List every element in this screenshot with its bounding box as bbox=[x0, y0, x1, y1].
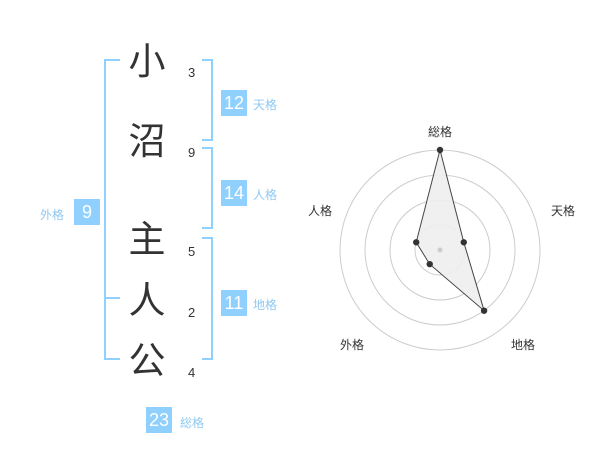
gai-kaku-value: 9 bbox=[74, 199, 100, 225]
stroke-count-5: 4 bbox=[188, 365, 196, 380]
ten-kaku-value: 12 bbox=[221, 90, 248, 116]
radar-label-sou: 総格 bbox=[428, 125, 453, 139]
radar-point-1 bbox=[460, 239, 467, 246]
chi-bracket bbox=[202, 237, 213, 360]
radar-point-2 bbox=[480, 307, 488, 314]
chi-kaku-value: 11 bbox=[221, 290, 247, 316]
name-char-2: 沼 bbox=[128, 120, 166, 163]
name-char-1: 小 bbox=[128, 40, 166, 83]
stroke-count-1: 3 bbox=[188, 65, 196, 80]
ten-kaku-label: 天格 bbox=[253, 98, 278, 112]
radar-label-ten: 天格 bbox=[551, 204, 576, 218]
gai-kaku-label: 外格 bbox=[40, 208, 65, 222]
stroke-count-4: 2 bbox=[188, 305, 196, 320]
stroke-count-2: 9 bbox=[188, 145, 196, 160]
name-char-5: 公 bbox=[128, 339, 166, 382]
sou-kaku-value: 23 bbox=[146, 407, 173, 433]
radar-label-jin: 人格 bbox=[308, 204, 333, 218]
sou-kaku-label: 総格 bbox=[180, 416, 205, 430]
radar-center-dot bbox=[437, 247, 443, 253]
radar-label-chi: 地格 bbox=[511, 338, 536, 352]
name-char-4: 人 bbox=[128, 279, 166, 322]
radar-point-4 bbox=[413, 239, 420, 246]
ten-bracket bbox=[202, 59, 213, 141]
radar-point-0 bbox=[436, 146, 444, 154]
jin-kaku-value: 14 bbox=[221, 180, 248, 206]
radar-point-3 bbox=[426, 260, 433, 268]
stroke-count-3: 5 bbox=[188, 244, 196, 259]
name-char-3: 主 bbox=[128, 218, 166, 261]
jin-kaku-label: 人格 bbox=[253, 188, 278, 202]
outer-bracket bbox=[104, 59, 120, 360]
radar-value-polygon bbox=[415, 149, 486, 313]
jin-bracket bbox=[202, 147, 213, 229]
radar-label-gai: 外格 bbox=[340, 338, 365, 352]
chi-kaku-label: 地格 bbox=[253, 298, 278, 312]
